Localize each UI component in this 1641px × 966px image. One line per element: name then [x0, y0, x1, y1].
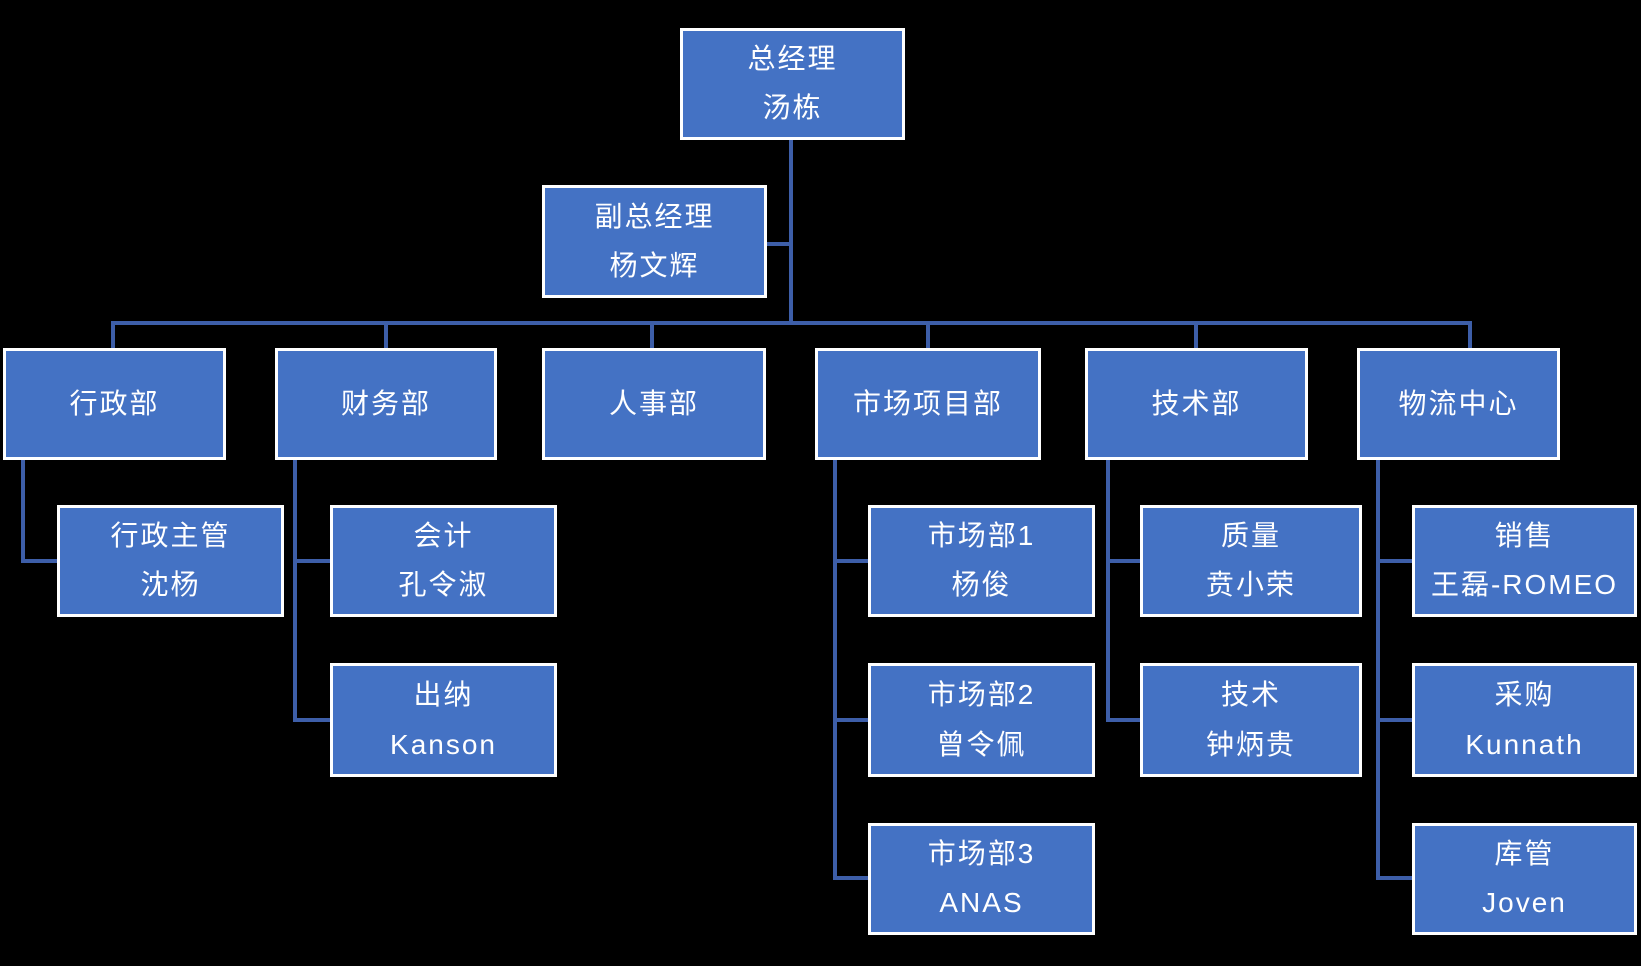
- node-title: 物流中心: [1398, 387, 1519, 419]
- node-person-name: 杨俊: [951, 569, 1012, 601]
- node-person-name: Joven: [1482, 887, 1567, 919]
- org-node-tech-dept[interactable]: 技术部: [1085, 348, 1308, 460]
- org-node-admin-supervisor[interactable]: 行政主管 沈杨: [57, 505, 284, 617]
- node-title: 人事部: [608, 387, 699, 419]
- node-title: 销售: [1494, 520, 1555, 552]
- node-title: 出纳: [413, 678, 474, 710]
- connector-drop-admin-dept: [111, 323, 115, 348]
- connector-deputy-stub: [767, 242, 789, 246]
- connector-gm-vertical: [789, 140, 793, 325]
- connector-level2-bus: [111, 321, 1472, 325]
- node-title: 市场项目部: [852, 387, 1003, 419]
- node-person-name: Kunnath: [1465, 728, 1584, 760]
- org-node-warehouse[interactable]: 库管 Joven: [1412, 823, 1637, 935]
- connector-drop-market-project-dept: [926, 323, 930, 348]
- connector-tech-elbow: [1106, 460, 1110, 722]
- node-title: 行政部: [69, 387, 160, 419]
- connector-logistics-stub-3: [1376, 876, 1412, 880]
- connector-admin-elbow: [21, 460, 25, 563]
- connector-market-stub-3: [833, 876, 868, 880]
- node-title: 技术部: [1151, 387, 1242, 419]
- node-title: 会计: [413, 520, 474, 552]
- node-person-name: Kanson: [390, 728, 497, 760]
- org-node-hr-dept[interactable]: 人事部: [542, 348, 766, 460]
- org-node-finance-dept[interactable]: 财务部: [275, 348, 497, 460]
- connector-drop-tech-dept: [1194, 323, 1198, 348]
- node-person-name: 孔令淑: [398, 569, 489, 601]
- org-node-purchasing[interactable]: 采购 Kunnath: [1412, 663, 1637, 777]
- connector-logistics-stub-2: [1376, 718, 1412, 722]
- org-node-logistics-center[interactable]: 物流中心: [1357, 348, 1560, 460]
- node-title: 总经理: [747, 43, 838, 75]
- node-title: 采购: [1494, 678, 1555, 710]
- connector-admin-stub-1: [21, 559, 57, 563]
- node-title: 市场部3: [927, 838, 1036, 870]
- node-title: 技术: [1220, 678, 1281, 710]
- node-title: 行政主管: [110, 520, 231, 552]
- connector-logistics-elbow: [1376, 460, 1380, 880]
- connector-finance-stub-1: [293, 559, 330, 563]
- org-node-market-dept-2[interactable]: 市场部2 曾令佩: [868, 663, 1095, 777]
- node-title: 市场部1: [927, 520, 1036, 552]
- org-node-market-dept-1[interactable]: 市场部1 杨俊: [868, 505, 1095, 617]
- org-node-technology[interactable]: 技术 钟炳贵: [1140, 663, 1362, 777]
- org-node-admin-dept[interactable]: 行政部: [3, 348, 226, 460]
- node-title: 副总经理: [594, 200, 715, 232]
- org-node-general-manager[interactable]: 总经理 汤栋: [680, 28, 905, 140]
- node-person-name: ANAS: [939, 887, 1024, 919]
- node-title: 市场部2: [927, 678, 1036, 710]
- connector-tech-stub-2: [1106, 718, 1140, 722]
- node-person-name: 杨文辉: [609, 250, 700, 282]
- node-person-name: 沈杨: [140, 569, 201, 601]
- node-person-name: 王磊-ROMEO: [1430, 569, 1619, 601]
- node-title: 财务部: [340, 387, 431, 419]
- org-node-cashier[interactable]: 出纳 Kanson: [330, 663, 557, 777]
- connector-drop-finance-dept: [384, 323, 388, 348]
- connector-finance-stub-2: [293, 718, 330, 722]
- org-node-market-dept-3[interactable]: 市场部3 ANAS: [868, 823, 1095, 935]
- org-node-deputy-general-manager[interactable]: 副总经理 杨文辉: [542, 185, 767, 298]
- node-person-name: 贲小荣: [1205, 569, 1296, 601]
- node-title: 质量: [1220, 520, 1281, 552]
- connector-drop-hr-dept: [650, 323, 654, 348]
- node-person-name: 汤栋: [762, 92, 823, 124]
- node-title: 库管: [1494, 838, 1555, 870]
- org-node-accountant[interactable]: 会计 孔令淑: [330, 505, 557, 617]
- connector-drop-logistics-center: [1468, 323, 1472, 348]
- org-node-market-project-dept[interactable]: 市场项目部: [815, 348, 1041, 460]
- node-person-name: 钟炳贵: [1205, 728, 1296, 760]
- connector-market-elbow: [833, 460, 837, 880]
- connector-market-stub-1: [833, 559, 868, 563]
- node-person-name: 曾令佩: [936, 728, 1027, 760]
- connector-tech-stub-1: [1106, 559, 1140, 563]
- org-node-quality[interactable]: 质量 贲小荣: [1140, 505, 1362, 617]
- connector-logistics-stub-1: [1376, 559, 1412, 563]
- connector-market-stub-2: [833, 718, 868, 722]
- org-node-sales[interactable]: 销售 王磊-ROMEO: [1412, 505, 1637, 617]
- connector-finance-elbow: [293, 460, 297, 722]
